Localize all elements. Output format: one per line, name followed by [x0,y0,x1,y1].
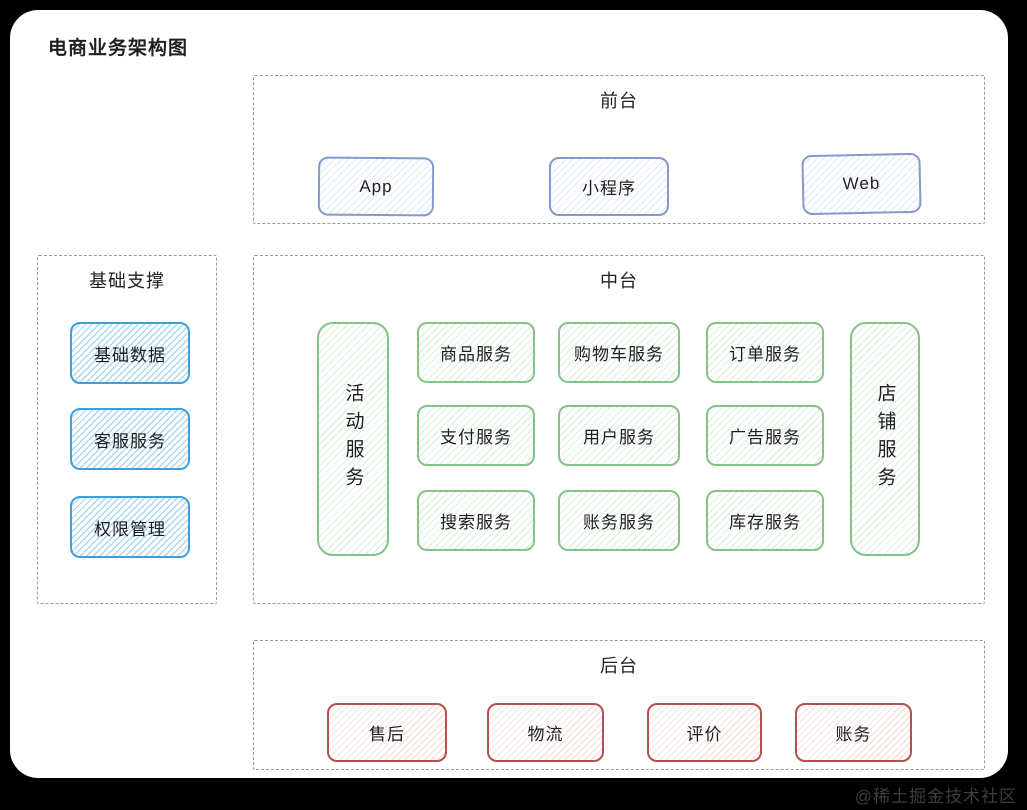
node-accounting-service: 账务服务 [558,490,680,551]
node-basic-data: 基础数据 [70,322,190,384]
page-title: 电商业务架构图 [48,38,189,59]
node-web: Web [801,152,922,216]
container-support-label: 基础支撑 [89,271,165,291]
container-backend-label: 后台 [600,656,638,676]
node-shop-service: 店铺服务 [850,322,920,556]
node-order-service: 订单服务 [706,322,824,383]
container-middle: 中台 [253,255,985,604]
node-cart-service: 购物车服务 [558,322,680,383]
node-review: 评价 [647,703,762,762]
node-ad-service: 广告服务 [706,405,824,466]
node-activity-service: 活动服务 [317,322,389,556]
diagram-page: 电商业务架构图 前台 App 小程序 Web 基础支撑 基础数据 客服服务 权限… [10,10,1008,778]
node-inventory-service: 库存服务 [706,490,824,551]
node-finance: 账务 [795,703,912,762]
container-support: 基础支撑 [37,255,217,604]
node-mini-program: 小程序 [549,157,669,216]
node-product-service: 商品服务 [417,322,535,383]
node-app: App [317,156,435,217]
container-middle-label: 中台 [600,271,638,291]
node-search-service: 搜索服务 [417,490,535,551]
node-permission-mgmt: 权限管理 [70,496,190,558]
node-payment-service: 支付服务 [417,405,535,466]
container-frontend-label: 前台 [600,91,638,111]
container-frontend: 前台 [253,75,985,224]
node-after-sales: 售后 [327,703,447,762]
node-logistics: 物流 [487,703,604,762]
watermark: @稀土掘金技术社区 [854,787,1017,806]
node-customer-service: 客服服务 [70,408,190,470]
node-activity-service-label: 活动服务 [342,383,364,495]
container-backend: 后台 [253,640,985,770]
node-shop-service-label: 店铺服务 [874,383,896,495]
node-user-service: 用户服务 [558,405,680,466]
